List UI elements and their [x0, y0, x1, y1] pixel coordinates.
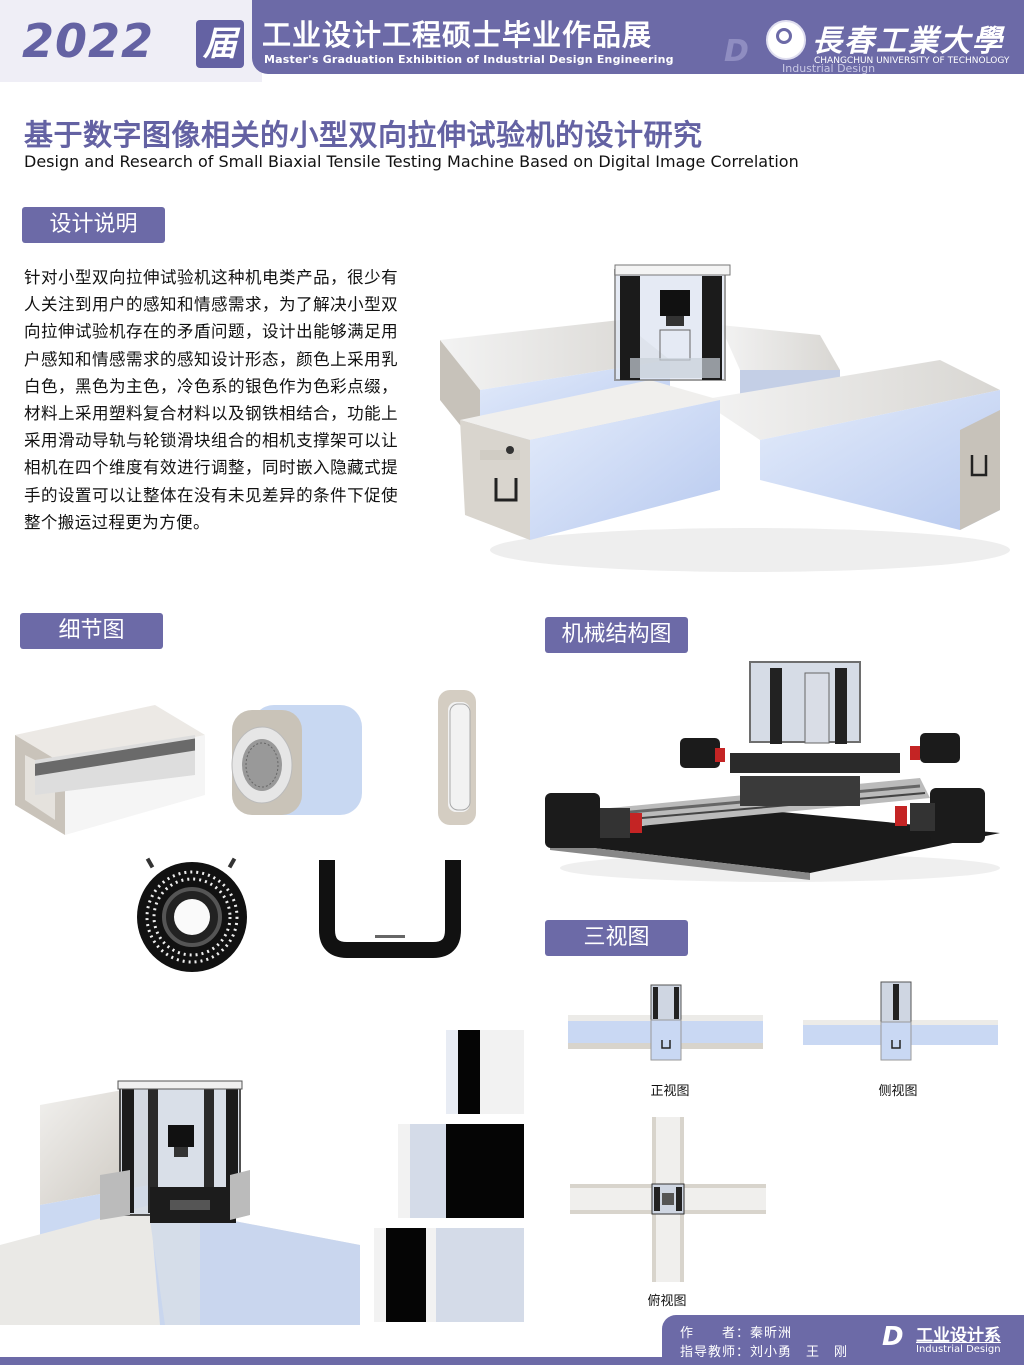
footer-band [662, 1315, 1024, 1365]
exhibition-year: 2022 [22, 14, 155, 68]
design-description: 针对小型双向拉伸试验机这种机电类产品，很少有人关注到用户的感知和情感需求，为了解… [24, 268, 398, 532]
detail-side-handle [438, 690, 476, 825]
advisor-credit: 指导教师：刘小勇 王 刚 [680, 1345, 849, 1360]
dept-logo-icon: D [882, 1322, 904, 1352]
section-label-three-views: 三视图 [545, 920, 688, 956]
section-label-description: 设计说明 [22, 207, 165, 243]
detail-u-bracket [319, 860, 461, 958]
hero-product-render [440, 264, 1010, 572]
year-suffix-badge: 届 [196, 20, 244, 68]
detail-led-ring [137, 857, 247, 972]
section-label-mechanism: 机械结构图 [545, 617, 688, 653]
caption-top-view: 俯视图 [647, 1294, 687, 1309]
dept-watermark-text: Industrial Design [782, 62, 876, 75]
caption-side-view: 侧视图 [878, 1084, 918, 1099]
mechanism-render [545, 661, 1000, 882]
project-title: 基于数字图像相关的小型双向拉伸试验机的设计研究 [24, 118, 703, 152]
section-label-details: 细节图 [20, 613, 163, 649]
university-name-en: CHANGCHUN UNIVERSITY OF TECHNOLOGY [814, 56, 1010, 66]
exhibition-subtitle: Master's Graduation Exhibition of Indust… [264, 53, 674, 66]
side-view-render [803, 981, 998, 1061]
header-right-panel [252, 0, 1024, 74]
top-view-render [570, 1117, 766, 1282]
color-scheme-swatches [374, 1030, 524, 1322]
detail-camera-lens [231, 705, 362, 815]
dept-name: 工业设计系 [916, 1326, 1001, 1346]
dept-name-en: Industrial Design [916, 1342, 1001, 1355]
project-title-en: Design and Research of Small Biaxial Ten… [24, 152, 799, 171]
author-credit: 作 者：秦昕洲 [680, 1326, 793, 1341]
footer-bottom-strip [0, 1357, 1024, 1365]
detail-shell-corner [15, 705, 205, 835]
exhibition-title: 工业设计工程硕士毕业作品展 [262, 18, 653, 52]
dept-watermark-logo: D [724, 34, 749, 69]
front-view-render [568, 984, 763, 1061]
university-name: 長春工業大學 [812, 24, 1004, 59]
caption-front-view: 正视图 [650, 1084, 690, 1099]
frame-closeup-render [0, 1080, 360, 1325]
university-seal-inner [776, 28, 792, 44]
